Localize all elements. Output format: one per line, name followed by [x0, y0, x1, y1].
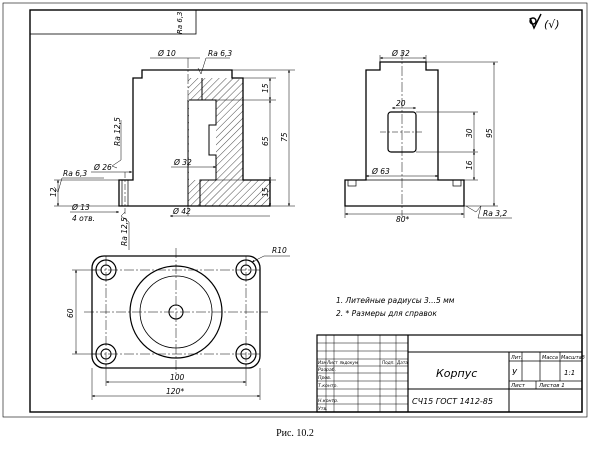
svg-text:Ø 32: Ø 32 — [173, 158, 192, 167]
svg-text:Т.контр.: Т.контр. — [318, 383, 338, 389]
svg-text:Ø 26: Ø 26 — [93, 163, 112, 172]
svg-text:Ø 32: Ø 32 — [391, 49, 410, 58]
svg-text:(√): (√) — [544, 18, 560, 31]
title-block — [316, 334, 583, 413]
svg-text:60: 60 — [66, 308, 75, 318]
svg-text:16: 16 — [465, 160, 474, 170]
svg-text:Масса: Масса — [542, 355, 558, 361]
svg-text:100: 100 — [170, 373, 185, 382]
svg-text:Лист: Лист — [510, 383, 526, 389]
plan-view-dimension-labels: R10 60 100 120* — [66, 246, 287, 396]
svg-text:95: 95 — [485, 128, 494, 138]
svg-text:80*: 80* — [396, 215, 410, 224]
svg-text:R10: R10 — [272, 246, 287, 255]
svg-text:Ø 42: Ø 42 — [172, 207, 191, 216]
svg-text:Подп.: Подп. — [382, 360, 395, 365]
svg-text:Ø 63: Ø 63 — [371, 167, 390, 176]
svg-text:Ø 10: Ø 10 — [157, 49, 176, 58]
drawing-sheet: Ra 6,3 (√) — [2, 2, 588, 418]
svg-text:20: 20 — [396, 99, 406, 108]
svg-text:Утв.: Утв. — [318, 406, 328, 412]
svg-text:15: 15 — [261, 83, 270, 93]
svg-text:1:1: 1:1 — [564, 369, 575, 377]
svg-text:30: 30 — [465, 128, 474, 138]
svg-text:Ra 3,2: Ra 3,2 — [483, 209, 507, 218]
svg-text:Ø 13: Ø 13 — [71, 203, 90, 212]
front-view — [118, 58, 271, 216]
svg-text:1. Литейные радиусы 3...5 мм: 1. Литейные радиусы 3...5 мм — [336, 296, 455, 305]
material-spec: СЧ15 ГОСТ 1412-85 — [412, 397, 493, 406]
svg-text:№докум: №докум — [339, 360, 358, 365]
svg-text:4 отв.: 4 отв. — [72, 214, 95, 223]
plan-view-dimensions — [72, 255, 290, 400]
svg-text:Пров.: Пров. — [318, 375, 331, 381]
svg-text:Ra 6,3: Ra 6,3 — [208, 49, 232, 58]
svg-text:75: 75 — [280, 132, 289, 142]
svg-text:65: 65 — [261, 136, 270, 146]
rotated-stamp-box: Ra 6,3 — [29, 9, 197, 35]
general-roughness-icon: (√) — [529, 13, 560, 31]
title-block-text: Изм Лист №докум Подп. Дата Разраб. Пров.… — [318, 355, 585, 412]
front-view-dimensions — [53, 57, 295, 250]
front-view-dimension-labels: Ø 10 Ra 6,3 Ra 12,5 Ra 6,3 Ø 26 Ø 32 Ø 4… — [49, 49, 289, 246]
svg-text:Ra 6,3: Ra 6,3 — [63, 169, 87, 178]
plan-view — [84, 248, 268, 376]
svg-text:Изм: Изм — [318, 360, 327, 365]
svg-text:Лист: Лист — [326, 360, 338, 365]
svg-text:Масштаб: Масштаб — [561, 355, 585, 361]
svg-text:15: 15 — [261, 187, 270, 197]
svg-text:Дата: Дата — [396, 360, 408, 365]
svg-text:Лит.: Лит. — [510, 355, 523, 361]
inner-frame — [29, 9, 583, 413]
svg-text:У: У — [512, 368, 518, 377]
side-view-dimensions — [344, 55, 512, 219]
svg-text:Ra 12,5: Ra 12,5 — [120, 217, 129, 246]
svg-text:12: 12 — [49, 187, 58, 197]
figure-caption: Рис. 10.2 — [276, 428, 314, 439]
svg-text:120*: 120* — [166, 387, 184, 396]
svg-text:2. * Размеры для справок: 2. * Размеры для справок — [336, 309, 437, 318]
part-name: Корпус — [436, 367, 477, 380]
svg-text:Разраб.: Разраб. — [318, 367, 336, 373]
side-view — [344, 50, 465, 216]
outer-frame — [2, 2, 588, 418]
svg-text:Ra 12,5: Ra 12,5 — [113, 117, 122, 146]
svg-text:Листов 1: Листов 1 — [538, 383, 565, 389]
svg-text:Ra 6,3: Ra 6,3 — [176, 11, 184, 34]
technical-notes: 1. Литейные радиусы 3...5 мм 2. * Размер… — [336, 296, 455, 318]
svg-text:Н.контр.: Н.контр. — [318, 398, 339, 404]
side-view-dimension-labels: Ø 32 20 Ø 63 80* 30 16 95 Ra 3,2 — [371, 49, 507, 224]
